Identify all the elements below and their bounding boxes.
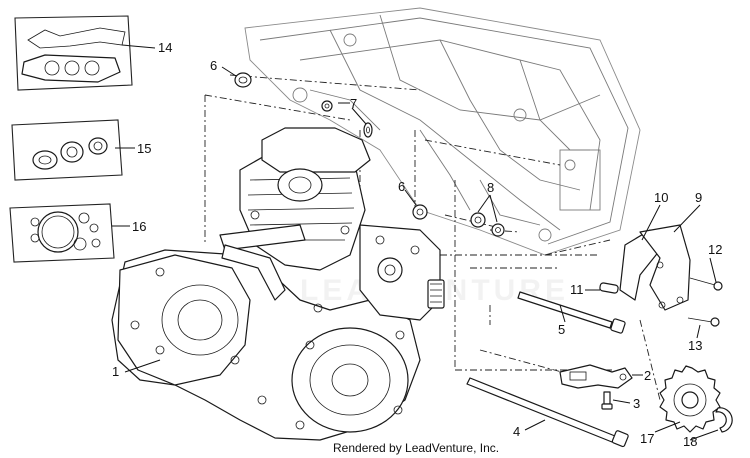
oil-seal-upper — [234, 72, 252, 88]
sprocket-17 — [659, 365, 721, 433]
callout-2: 2 — [644, 368, 651, 383]
long-bolt-4 — [466, 377, 629, 448]
callout-18: 18 — [683, 434, 697, 449]
callout-10: 10 — [654, 190, 668, 205]
o-ring-kit-bag — [9, 203, 115, 263]
footer-credit: Rendered by LeadVenture, Inc. — [333, 441, 499, 455]
dowel-pin-11 — [599, 282, 619, 294]
callout-5: 5 — [558, 322, 565, 337]
callout-12: 12 — [708, 242, 722, 257]
callout-7: 7 — [350, 96, 357, 111]
callout-13: 13 — [688, 338, 702, 353]
callout-4: 4 — [513, 424, 520, 439]
screw-part-13 — [687, 317, 720, 327]
callout-1: 1 — [112, 364, 119, 379]
engine-assembly — [111, 127, 445, 441]
callout-6-upper: 6 — [210, 58, 217, 73]
callout-11: 11 — [570, 282, 584, 297]
callout-labels: 14 15 16 6 7 6 8 10 9 12 11 5 13 1 2 3 4… — [112, 40, 722, 449]
washer-part-8 — [470, 212, 505, 237]
circlip-18 — [715, 407, 733, 433]
oil-seal-lower — [412, 204, 428, 220]
callout-6-lower: 6 — [398, 179, 405, 194]
shift-lever-2 — [559, 364, 633, 389]
screw-part-3 — [601, 391, 613, 410]
chain-guard-bracket — [619, 224, 691, 311]
washer-part-7 — [321, 100, 373, 138]
callout-14: 14 — [158, 40, 172, 55]
callout-9: 9 — [695, 190, 702, 205]
frame-outline — [244, 7, 641, 256]
callout-17: 17 — [640, 431, 654, 446]
callout-8: 8 — [487, 180, 494, 195]
seal-kit-bag — [11, 119, 123, 181]
callout-3: 3 — [633, 396, 640, 411]
screw-part-12 — [689, 277, 723, 291]
callout-16: 16 — [132, 219, 146, 234]
leader-lines — [112, 44, 719, 441]
gasket-kit-bag — [14, 15, 133, 91]
callout-15: 15 — [137, 141, 151, 156]
long-bolt-5 — [517, 291, 626, 334]
